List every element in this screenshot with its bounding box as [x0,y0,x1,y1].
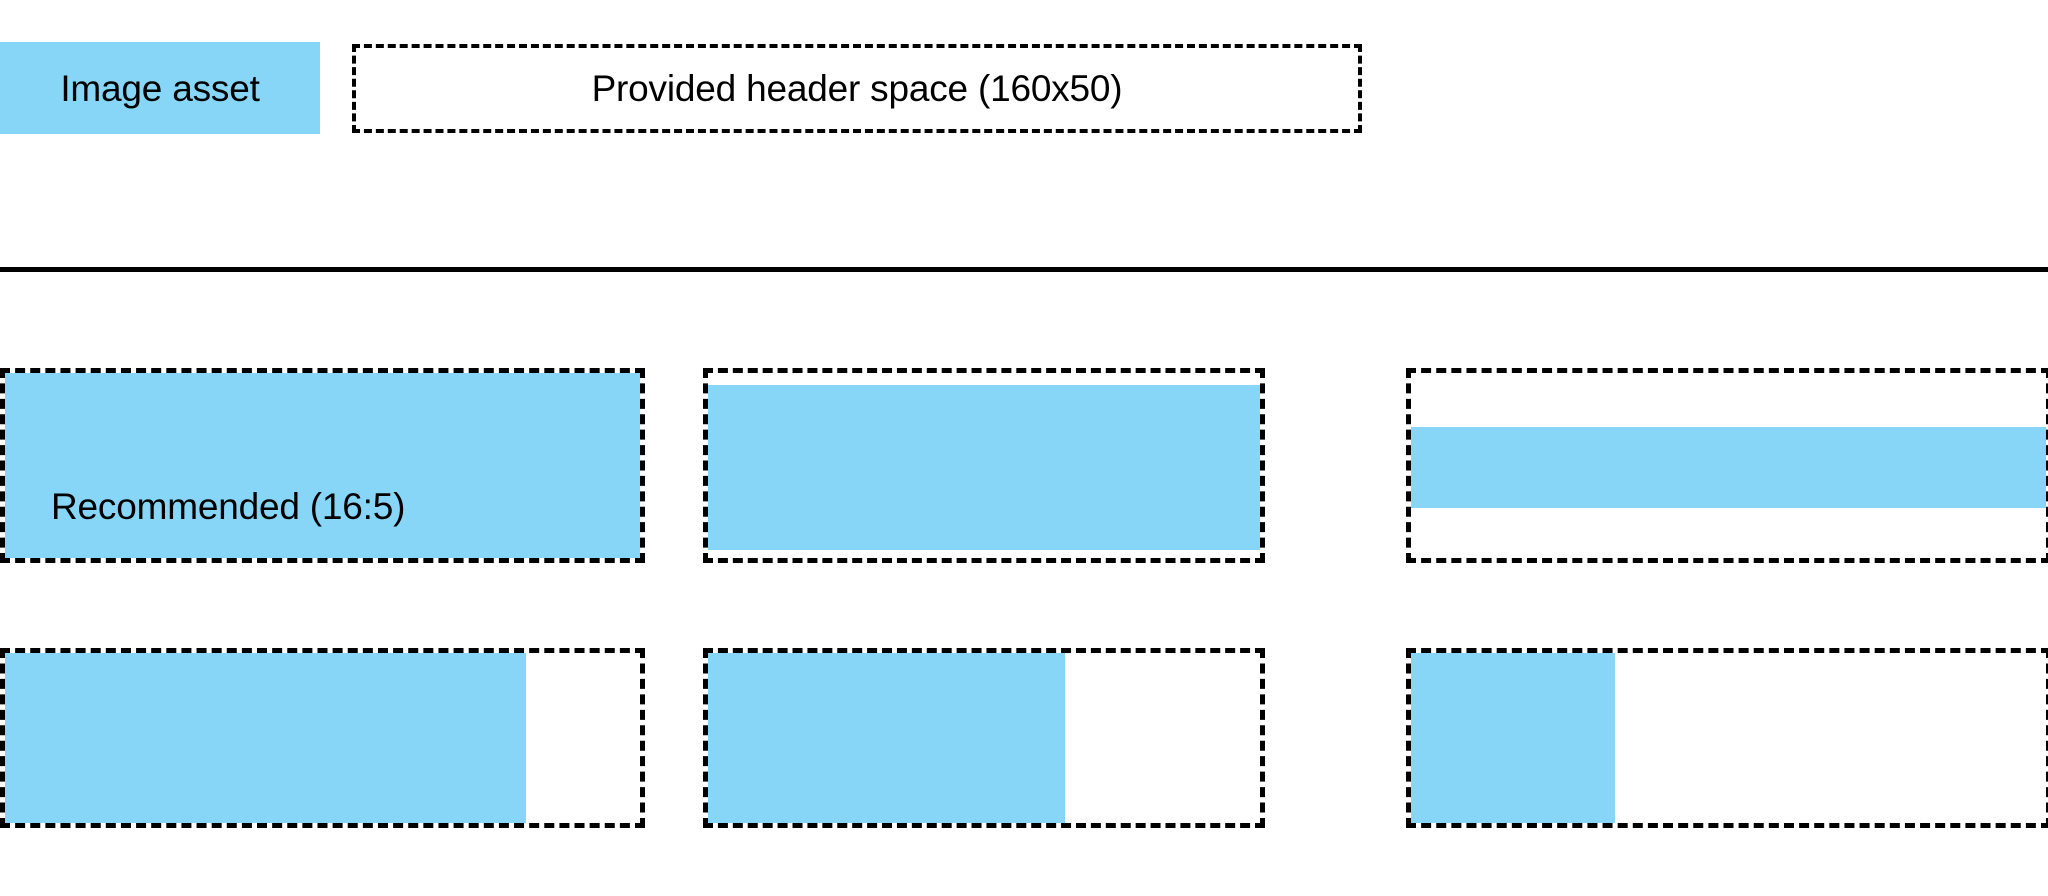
example-frame-medium-coverage [703,648,1265,828]
example-frame-short-asset [1406,368,2048,563]
legend-header-space-label: Provided header space (160x50) [591,68,1123,109]
asset-fill [1411,427,2046,508]
legend-row: Image asset Provided header space (160x5… [0,42,2048,136]
legend-image-asset-swatch: Image asset [0,42,320,134]
legend-image-asset-label: Image asset [60,67,260,109]
example-frame-narrow-coverage [1406,648,2048,828]
asset-fill [5,653,526,823]
example-frame-wide-coverage [0,648,645,828]
recommended-ratio-label: Recommended (16:5) [51,486,406,527]
asset-fill [5,373,640,558]
example-frame-taller-asset [703,368,1265,563]
section-divider [0,267,2048,272]
asset-fill [1411,653,1615,823]
example-frame-recommended: Recommended (16:5) [0,368,645,563]
asset-fill [708,385,1260,550]
asset-fill [708,653,1065,823]
legend-header-space-swatch: Provided header space (160x50) [352,44,1362,133]
